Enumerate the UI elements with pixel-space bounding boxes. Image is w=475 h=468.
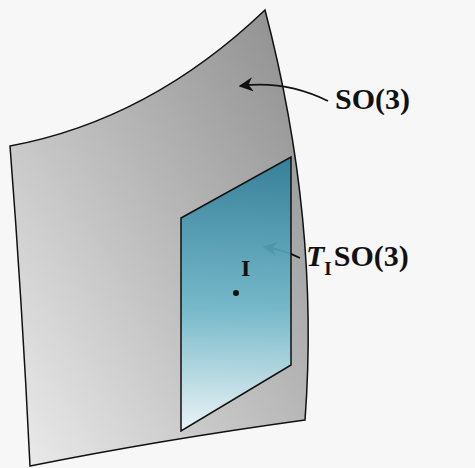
leader-arrow [240, 85, 328, 101]
identity-point [233, 290, 239, 296]
subscript: I [324, 259, 331, 278]
plane-shape [180, 156, 292, 432]
tangent-space-label: SO(3) [334, 241, 409, 271]
tangent-symbol: T [306, 241, 324, 271]
point-label: I [241, 256, 250, 280]
manifold-label: SO(3) [335, 84, 410, 114]
so3-surface [10, 10, 308, 466]
tangent-plane: I [180, 156, 292, 432]
